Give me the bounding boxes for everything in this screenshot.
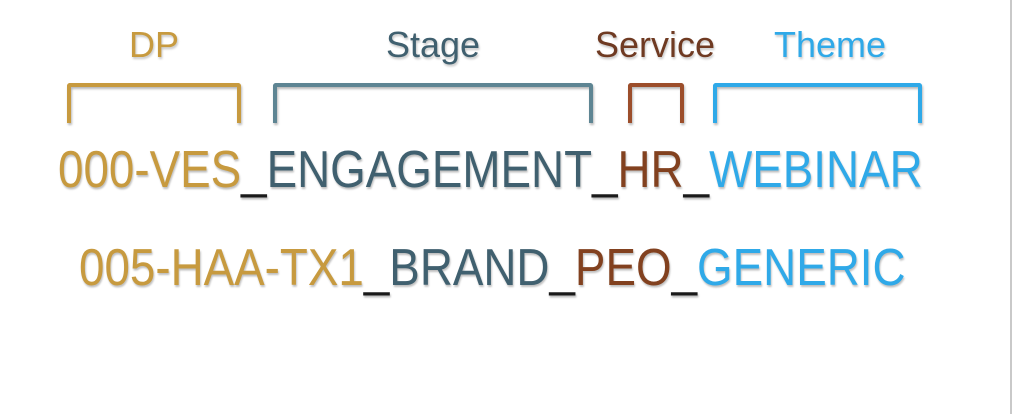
- service-label: Service: [594, 24, 716, 65]
- name-segment-dp: 005-HAA-TX1: [79, 239, 364, 297]
- stage-label: Stage: [385, 24, 481, 65]
- stage-bracket: [273, 83, 593, 123]
- example-name-1: 000-VES_ENGAGEMENT_HR_WEBINAR: [58, 144, 923, 196]
- example-name-2: 005-HAA-TX1_BRAND_PEO_GENERIC: [79, 242, 906, 294]
- dp-bracket: [67, 83, 241, 123]
- name-segment-service: HR: [617, 141, 684, 199]
- name-segment-theme: GENERIC: [697, 239, 906, 297]
- name-segment-sep: _: [592, 141, 618, 199]
- service-bracket: [628, 83, 684, 123]
- dp-label: DP: [128, 24, 180, 65]
- name-segment-sep: _: [241, 141, 267, 199]
- name-segment-sep: _: [363, 239, 390, 297]
- name-segment-theme: WEBINAR: [709, 141, 923, 199]
- name-segment-stage: BRAND: [389, 239, 550, 297]
- theme-label: Theme: [773, 24, 887, 65]
- window-edge-line: [1010, 0, 1012, 414]
- theme-bracket: [713, 83, 922, 123]
- name-segment-sep: _: [683, 141, 710, 199]
- name-segment-dp: 000-VES: [58, 141, 242, 199]
- name-segment-service: PEO: [574, 239, 672, 297]
- name-segment-sep: _: [549, 239, 575, 297]
- name-segment-stage: ENGAGEMENT: [266, 141, 593, 199]
- name-segment-sep: _: [671, 239, 698, 297]
